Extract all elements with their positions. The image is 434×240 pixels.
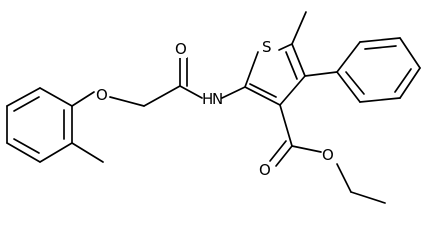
bond-ester-c-o-double-a: [275, 145, 293, 167]
bond-c2-n: [221, 86, 246, 99]
ester-alkoxy-oxygen-label: O: [322, 146, 334, 164]
structure-diagram: S O H N O O O: [6, 11, 421, 204]
phenyl-bond-4: [399, 67, 421, 99]
bond-c5-methyl: [291, 11, 307, 45]
bond-c3-ester-c: [279, 104, 293, 147]
tolyl-bond-5: [39, 142, 73, 163]
bond-c2-s: [244, 51, 259, 88]
bond-tolyl-methyl: [71, 142, 104, 163]
bond-c5-c4: [291, 43, 306, 77]
phenyl-double-2: [394, 68, 412, 93]
tolyl-bond-4: [6, 142, 41, 163]
phenyl-bond-6: [336, 71, 361, 103]
label-bg: [95, 86, 109, 104]
amide-linker: [109, 57, 246, 107]
phenyl-bond-5: [359, 97, 401, 103]
bond-c4-phenyl: [304, 71, 338, 77]
bond-o-ethyl-ch2: [336, 163, 352, 193]
thiophene-ring: [244, 43, 306, 106]
bond-ether-o-aryl: [71, 91, 95, 107]
bond-n-carbonyl: [179, 85, 203, 99]
molecule-drawing: S O H N O O O: [6, 11, 421, 204]
bond-s-c5: [278, 43, 293, 51]
amide-hydrogen-label: H: [202, 90, 213, 108]
tolyl-bond-1: [39, 87, 73, 107]
phenyl-bond-3: [399, 37, 421, 69]
ester-carbonyl-oxygen-label: O: [259, 161, 271, 179]
sulfur-label: S: [262, 38, 272, 56]
ethyl-ester: [269, 104, 386, 204]
bond-ch2-ether-o: [109, 96, 145, 107]
bond-ethyl-ch2-ch3: [350, 191, 386, 204]
bond-c4-c3: [279, 75, 306, 106]
label-bg: [173, 40, 187, 58]
bond-c3-c2-double: [249, 83, 277, 98]
atom-labels: S O H N O O O: [95, 37, 334, 179]
phenyl-double-1: [364, 45, 397, 50]
tolyl-bond-2: [6, 87, 41, 107]
tolyl-double-2: [13, 138, 40, 154]
phenyl-bond-1: [336, 41, 361, 73]
bond-c5-c4-double: [285, 51, 298, 80]
bond-ester-c-o-double-b: [269, 140, 287, 162]
bond-carbonyl-ch2: [143, 85, 181, 107]
bond-c3-c2: [244, 86, 281, 106]
phenyl-bond-2: [359, 37, 401, 43]
label-bg: [261, 37, 275, 55]
amide-oxygen-label: O: [175, 40, 187, 58]
amide-nitrogen-label: N: [212, 90, 223, 108]
tolyl-double-1: [13, 96, 40, 112]
phenyl-double-3: [345, 71, 365, 95]
phenyl-ring: [304, 37, 421, 103]
bond-ester-c-o-single: [291, 145, 322, 153]
tolyl-ring: [6, 87, 104, 163]
ether-oxygen-label: O: [96, 86, 108, 104]
